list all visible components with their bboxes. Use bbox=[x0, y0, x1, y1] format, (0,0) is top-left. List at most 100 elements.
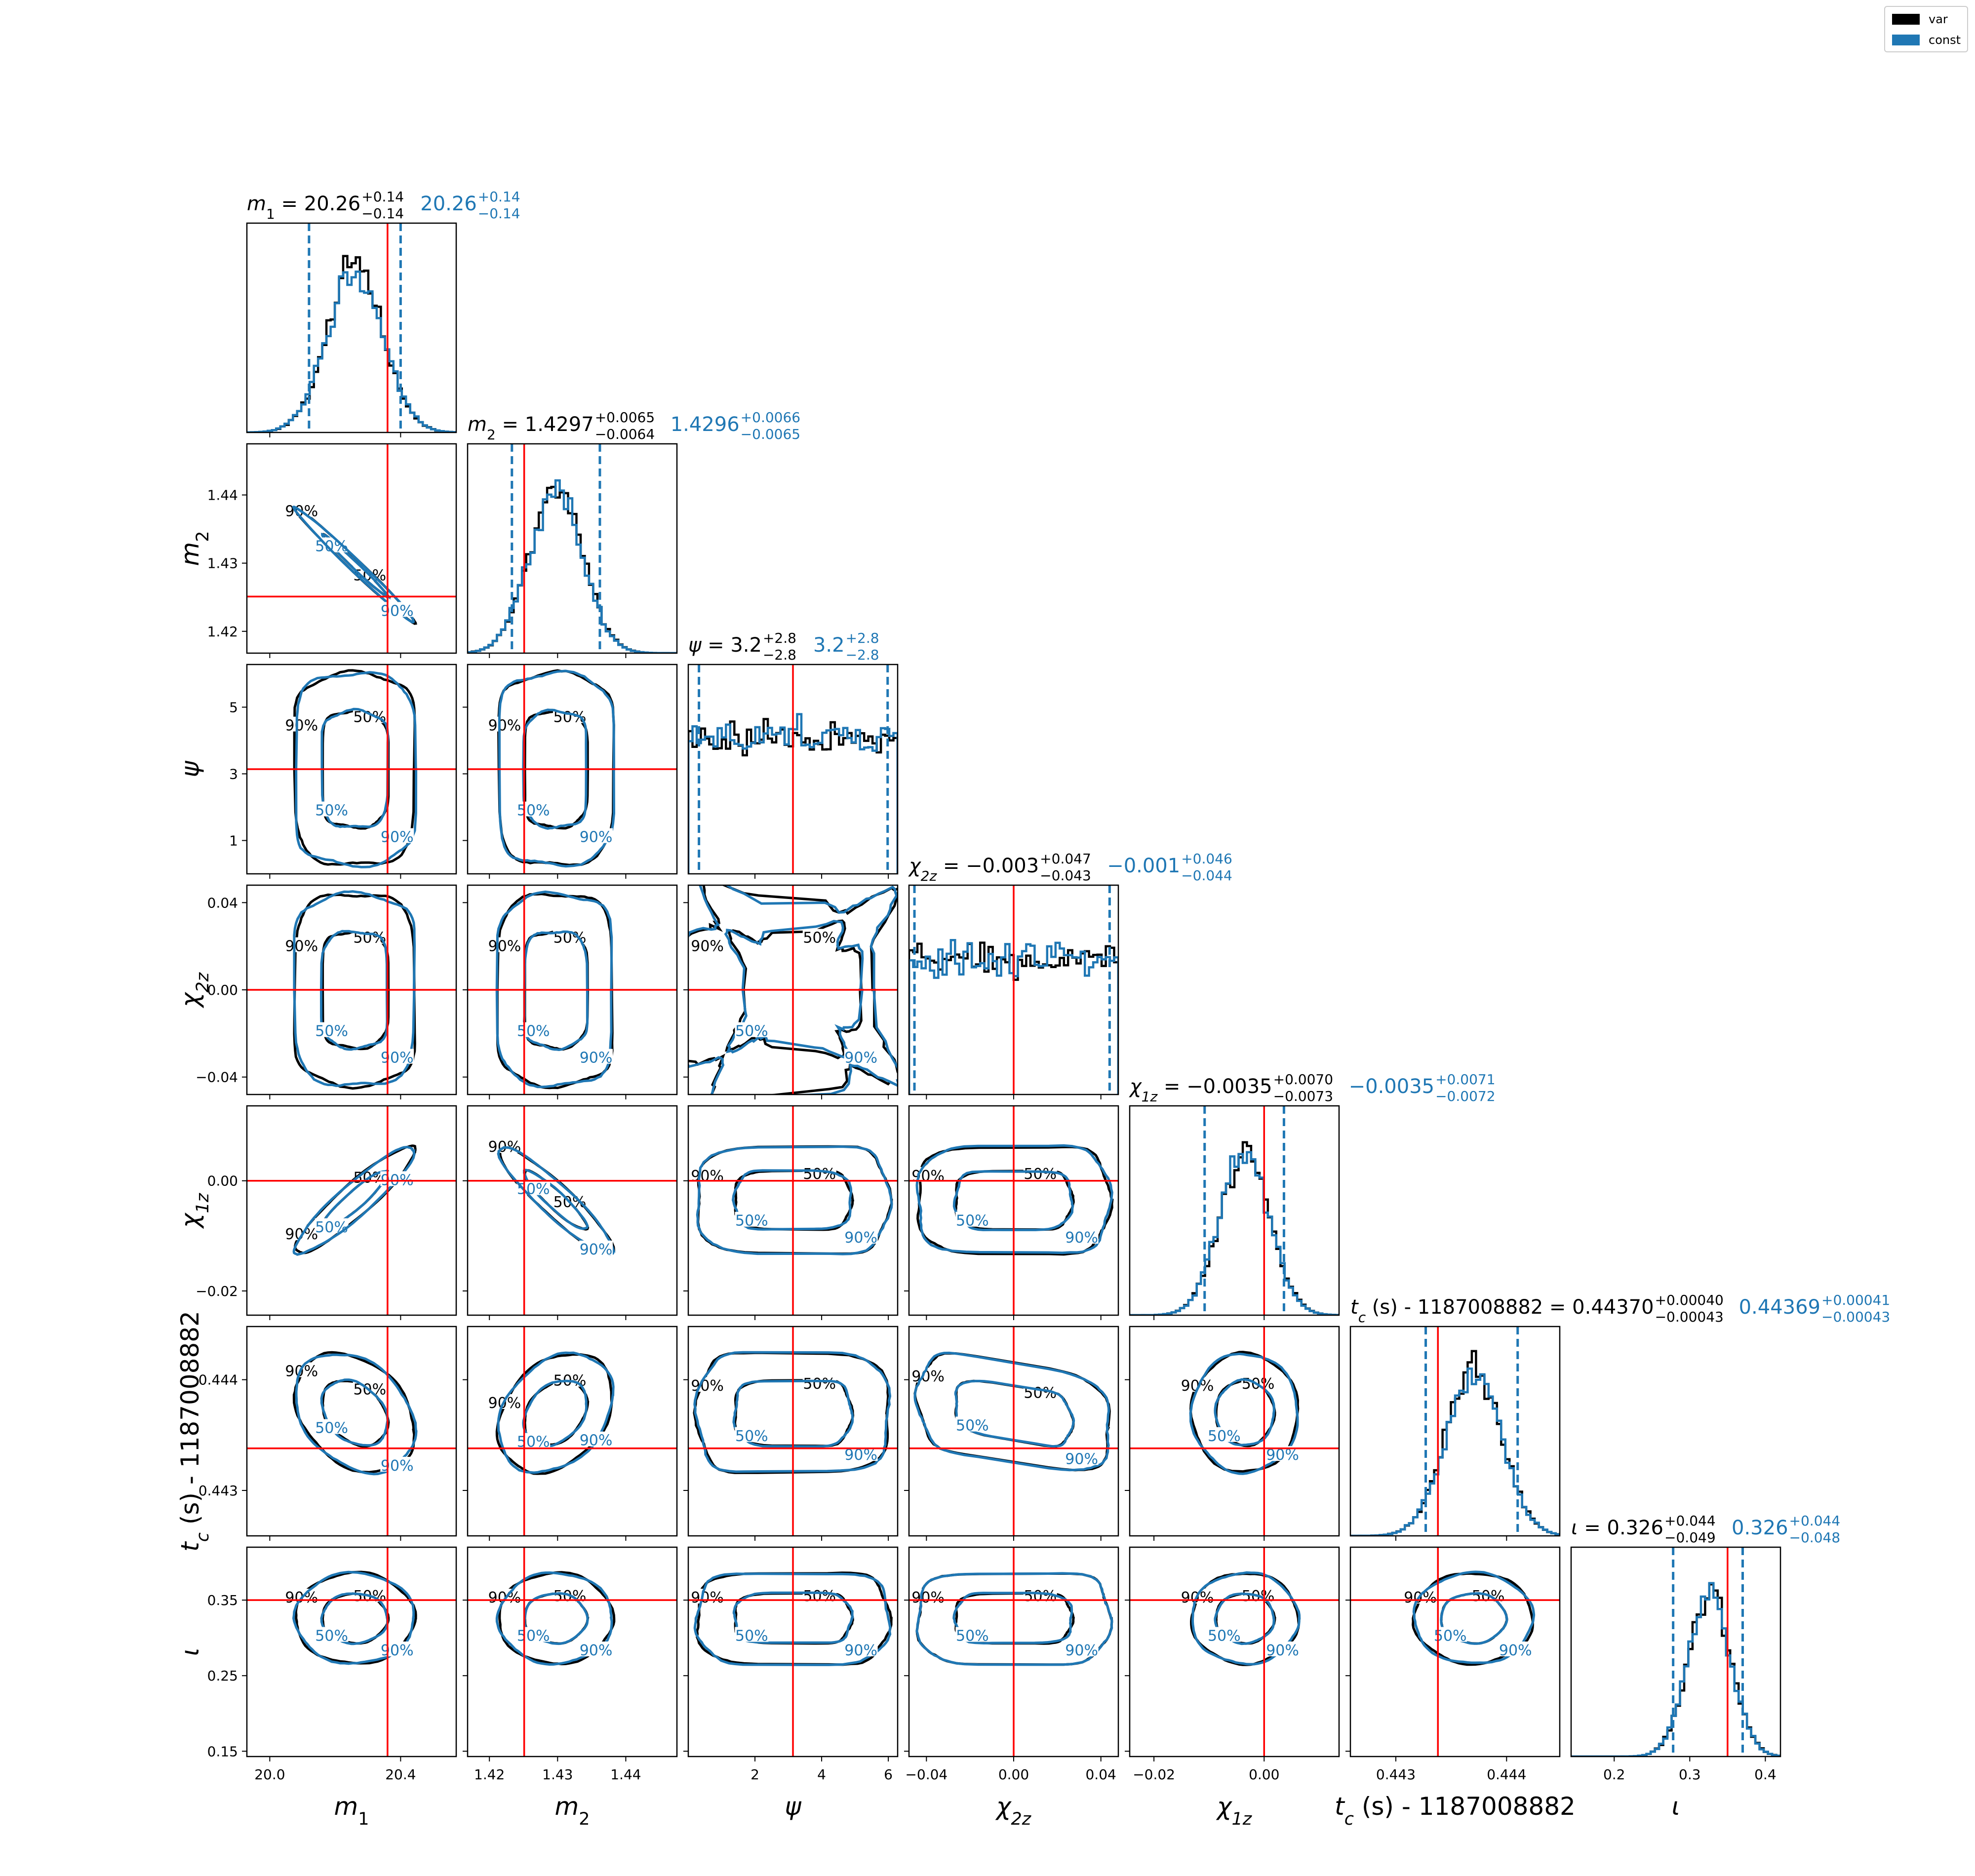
title-const-plus-chi1z: +0.0071 bbox=[1435, 1071, 1495, 1088]
contour-label-var-90: 90% bbox=[488, 717, 521, 735]
contour-label-bg bbox=[1065, 1229, 1099, 1244]
panel-chi2z-vs-psi: 50%90%50%90% bbox=[683, 884, 899, 1099]
xaxis-label-tc: tc (s) - 1187008882 bbox=[1335, 1792, 1576, 1829]
contour-label-const-90: 90% bbox=[381, 1457, 414, 1475]
contour-label-const-50: 50% bbox=[517, 1023, 550, 1040]
ytick-label-chi1z-1: 0.00 bbox=[207, 1173, 238, 1189]
hist-const-chi1z bbox=[1130, 1151, 1339, 1315]
contour-const-50 bbox=[319, 930, 389, 1051]
xtick-label-chi1z-1: 0.00 bbox=[1249, 1766, 1279, 1783]
contour-label-bg bbox=[690, 1589, 724, 1604]
contour-label-bg bbox=[844, 1049, 878, 1064]
contour-label-const-90: 90% bbox=[580, 1642, 613, 1659]
title-const-iota: 0.326 bbox=[1732, 1517, 1788, 1539]
contour-label-bg bbox=[735, 1212, 769, 1227]
contour-label-bg bbox=[1241, 1375, 1275, 1390]
xtick-label-m2-2: 1.44 bbox=[610, 1766, 641, 1783]
panel-frame bbox=[687, 1546, 899, 1758]
panel-frame bbox=[246, 1105, 457, 1316]
contour-label-var-90: 90% bbox=[285, 1363, 318, 1380]
title-const-minus-psi: −2.8 bbox=[846, 647, 879, 663]
ytick-label-m2-1: 1.43 bbox=[207, 555, 238, 572]
contour-label-bg bbox=[380, 1642, 414, 1657]
contour-const-50 bbox=[320, 1592, 389, 1645]
panel-chi2z-vs-m2: 50%90%50%90% bbox=[463, 884, 678, 1099]
title-const-chi1z: −0.0035 bbox=[1349, 1075, 1434, 1098]
contour-label-const-90: 90% bbox=[381, 829, 414, 846]
contour-label-const-90: 90% bbox=[580, 1050, 613, 1067]
title-const-tc: 0.44369 bbox=[1739, 1296, 1820, 1319]
title-const-minus-m2: −0.0065 bbox=[741, 426, 800, 442]
title-var-chi1z: χ1z = −0.0035 bbox=[1129, 1075, 1272, 1105]
contour-label-bg bbox=[315, 1627, 349, 1642]
yaxis-label-tc: tc (s) - 1187008882 bbox=[176, 1311, 213, 1552]
title-const-m1: 20.26 bbox=[420, 193, 477, 215]
contour-label-bg bbox=[516, 1022, 551, 1037]
xtick-label-tc-1: 0.444 bbox=[1487, 1766, 1526, 1783]
contour-label-bg bbox=[380, 602, 414, 617]
contour-label-bg bbox=[1207, 1627, 1241, 1642]
title-var-minus-tc: −0.00043 bbox=[1655, 1309, 1724, 1325]
contour-label-const-50: 50% bbox=[517, 802, 550, 820]
panel-frame bbox=[1349, 1326, 1561, 1537]
title-const-minus-tc: −0.00043 bbox=[1821, 1309, 1890, 1325]
ytick-label-psi-1: 3 bbox=[229, 766, 238, 782]
contour-label-var-90: 90% bbox=[285, 717, 318, 735]
contour-label-bg bbox=[955, 1416, 989, 1432]
contour-const-90 bbox=[693, 1572, 892, 1666]
contour-label-bg bbox=[315, 1419, 349, 1434]
contour-const-50 bbox=[954, 1379, 1075, 1448]
contour-const-90 bbox=[1189, 1352, 1299, 1475]
panel-title-tc: tc (s) - 1187008882 = 0.44370+0.00040−0.… bbox=[1350, 1292, 1890, 1326]
panel-chi1z-vs-chi1z: χ1z = −0.0035+0.0070−0.0073−0.0035+0.007… bbox=[1129, 1071, 1496, 1320]
panel-frame bbox=[246, 443, 457, 654]
contour-label-const-50: 50% bbox=[315, 1219, 348, 1236]
panel-psi-vs-m2: 50%90%50%90% bbox=[463, 664, 678, 879]
xtick-label-iota-0: 0.2 bbox=[1603, 1766, 1625, 1783]
contour-label-bg bbox=[1207, 1427, 1241, 1442]
title-var-plus-psi: +2.8 bbox=[763, 630, 796, 646]
contour-label-const-50: 50% bbox=[735, 1628, 768, 1645]
title-const-plus-tc: +0.00041 bbox=[1821, 1292, 1890, 1308]
title-var-plus-m2: +0.0065 bbox=[595, 409, 655, 426]
title-var-minus-m2: −0.0064 bbox=[595, 426, 655, 442]
xtick-label-m2-1: 1.43 bbox=[542, 1766, 573, 1783]
contour-label-const-90: 90% bbox=[580, 1432, 613, 1449]
yaxis-label-iota: ι bbox=[176, 1648, 204, 1656]
contour-label-var-90: 90% bbox=[691, 938, 724, 955]
contour-label-const-90: 90% bbox=[844, 1642, 877, 1659]
contour-label-bg bbox=[735, 1022, 769, 1037]
contour-label-bg bbox=[284, 502, 318, 517]
contour-label-const-90: 90% bbox=[1266, 1446, 1299, 1464]
ytick-label-m2-0: 1.42 bbox=[207, 624, 238, 640]
contour-const-90 bbox=[693, 1351, 892, 1473]
title-const-plus-chi2z: +0.046 bbox=[1181, 851, 1232, 867]
panel-tc-vs-tc: tc (s) - 1187008882 = 0.44370+0.00040−0.… bbox=[1349, 1292, 1890, 1541]
title-var-iota: ι = 0.326 bbox=[1571, 1517, 1663, 1539]
panel-chi1z-vs-m2: 50%90%50%90% bbox=[463, 1105, 678, 1320]
xtick-label-psi-2: 6 bbox=[884, 1766, 893, 1783]
legend-label-const: const bbox=[1929, 33, 1961, 47]
panel-chi2z-vs-m1: 50%90%50%90%−0.040.000.04 bbox=[196, 884, 457, 1099]
contour-label-bg bbox=[844, 1229, 878, 1244]
xtick-label-chi2z-0: −0.04 bbox=[905, 1766, 948, 1783]
contour-label-const-50: 50% bbox=[315, 1420, 348, 1437]
xaxis-label-chi1z: χ1z bbox=[1216, 1792, 1252, 1829]
contour-label-const-90: 90% bbox=[381, 1050, 414, 1067]
contour-label-var-90: 90% bbox=[691, 1168, 724, 1185]
contour-const-90 bbox=[1412, 1570, 1536, 1664]
contour-label-bg bbox=[284, 937, 318, 952]
panel-tc-vs-chi2z: 50%90%50%90% bbox=[904, 1326, 1119, 1541]
xtick-label-m1-1: 20.4 bbox=[385, 1766, 416, 1783]
xaxis-label-m1: m1 bbox=[334, 1792, 369, 1829]
xtick-label-chi1z-0: −0.02 bbox=[1133, 1766, 1175, 1783]
contour-label-const-50: 50% bbox=[517, 1181, 550, 1198]
contour-label-bg bbox=[380, 1456, 414, 1472]
contour-const-90 bbox=[1191, 1571, 1301, 1666]
panel-frame bbox=[467, 1546, 678, 1758]
